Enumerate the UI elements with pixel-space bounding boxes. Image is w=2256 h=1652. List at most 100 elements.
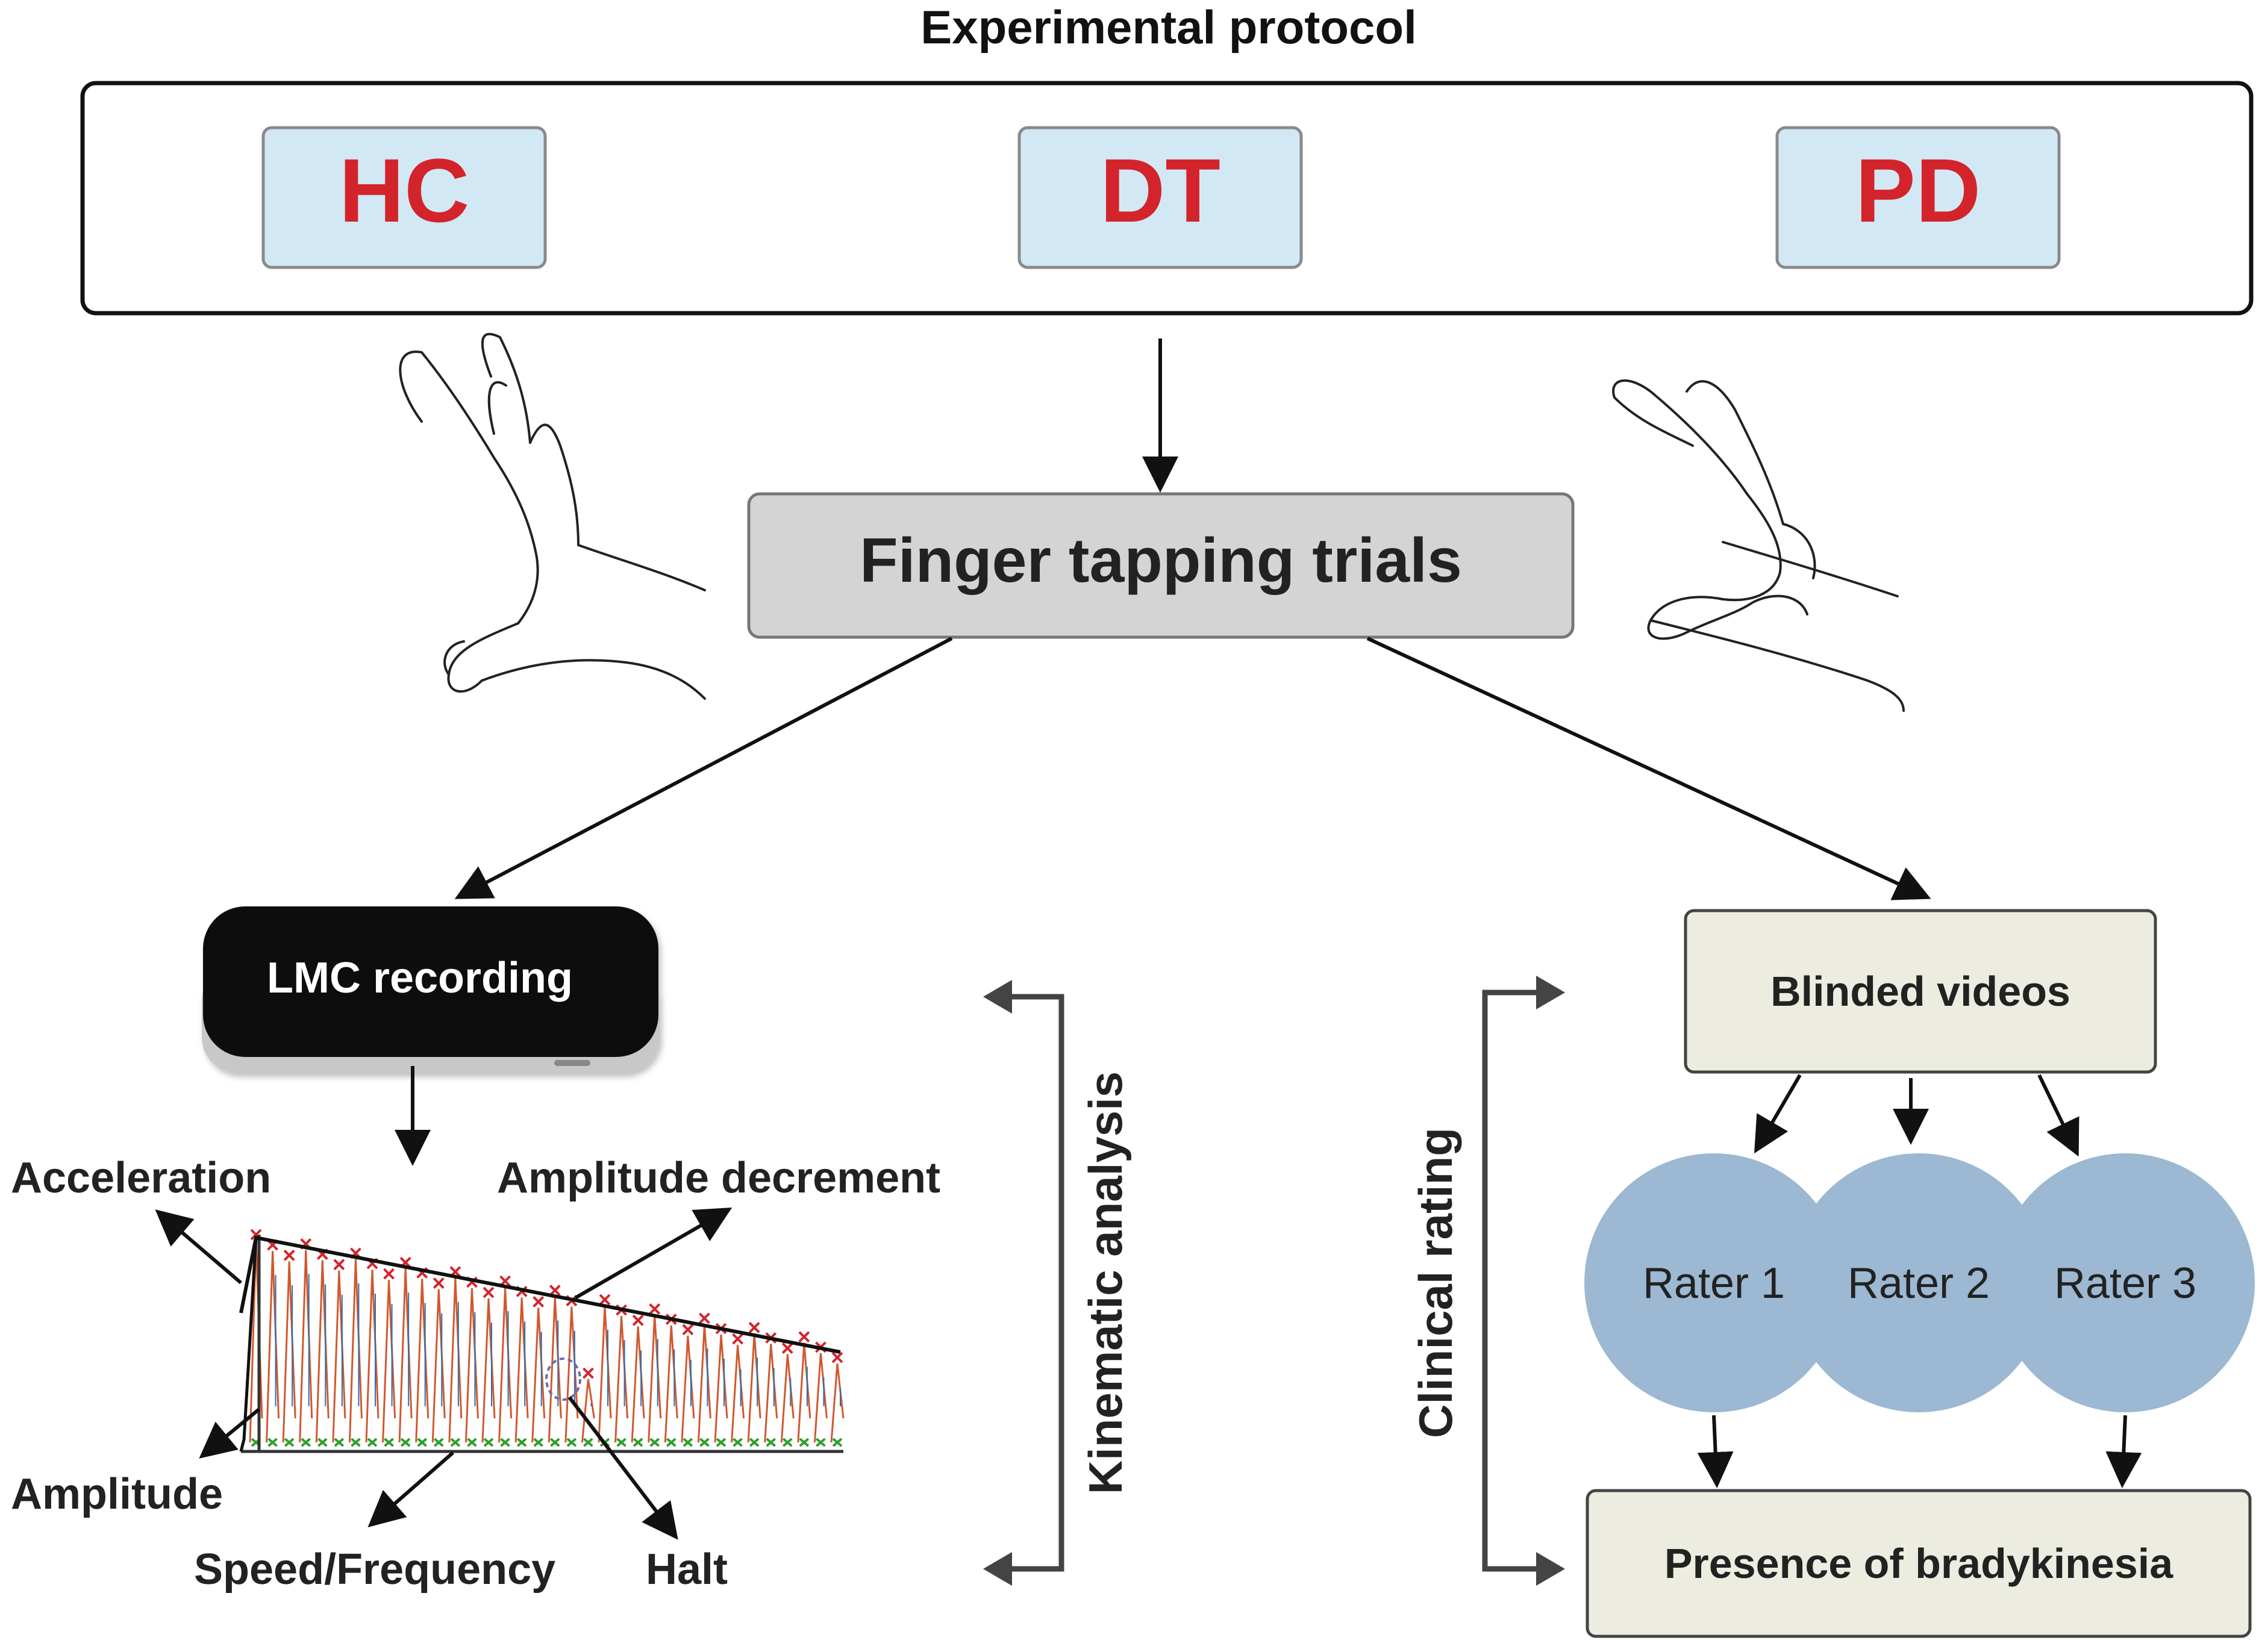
signal-trough-marker (417, 1438, 428, 1447)
arrow-trials-to-lmc (454, 637, 953, 899)
signal-tap-trace (648, 1315, 662, 1443)
lmc-recording-label: LMC recording (267, 954, 573, 1002)
group-box-hc: HC (261, 126, 547, 269)
signal-trough-marker (649, 1438, 660, 1447)
blinded-videos-box: Blinded videos (1684, 909, 2157, 1074)
signal-peak-marker (748, 1321, 760, 1333)
finger-tapping-label: Finger tapping trials (860, 526, 1462, 596)
signal-tap-trace (299, 1250, 313, 1443)
signal-tap-trace (431, 1289, 446, 1443)
signal-trough-marker (433, 1438, 444, 1447)
signal-trough-marker (583, 1438, 593, 1447)
signal-tap-trace (714, 1334, 728, 1443)
hand-tapping-icon (1612, 379, 1905, 712)
signal-peak-marker (649, 1303, 661, 1315)
signal-peak-marker (533, 1296, 545, 1308)
signal-peak-marker (549, 1285, 561, 1296)
signal-peak-marker (433, 1277, 445, 1289)
signal-tap-trace (415, 1279, 430, 1443)
kinematic-bracket-bottom-arrow (983, 1552, 1012, 1586)
signal-tap-trace (747, 1333, 761, 1443)
signal-tap-trace (681, 1335, 695, 1443)
signal-trough-marker (351, 1438, 361, 1447)
group-label-hc: HC (339, 140, 470, 241)
signal-tap-trace (548, 1296, 562, 1443)
signal-tap-trace (464, 1288, 479, 1443)
signal-trough-marker (500, 1438, 510, 1447)
halt-marker (545, 1357, 581, 1401)
rater-1-circle (1584, 1153, 1843, 1412)
clinical-rating-label: Clinical rating (1409, 1127, 1462, 1438)
signal-tap-trace (731, 1345, 745, 1443)
signal-trough-marker (301, 1438, 311, 1447)
kinematic-bracket-top-arrow (983, 980, 1012, 1014)
signal-trough-marker (616, 1438, 626, 1447)
clinical-bracket (1482, 990, 1554, 1572)
signal-tap-trace (531, 1308, 546, 1443)
amplitude-decrement-label: Amplitude decrement (497, 1154, 940, 1202)
signal-tap-trace (564, 1306, 579, 1443)
group-box-pd: PD (1775, 126, 2061, 269)
rater-3-label: Rater 3 (2054, 1259, 2196, 1308)
signal-tap-trace (514, 1297, 529, 1443)
arrow-halt (567, 1396, 678, 1540)
signal-trough-marker (566, 1438, 577, 1447)
arrow-rater-3-to-outcome (2105, 1415, 2142, 1488)
arrow-videos-to-rater-1 (1754, 1074, 1802, 1154)
signal-trough-marker (267, 1438, 278, 1447)
signal-trough-marker (533, 1438, 544, 1447)
signal-tap-trace (348, 1259, 363, 1443)
signal-traces (249, 1229, 845, 1447)
group-label-pd: PD (1855, 140, 1981, 241)
signal-trough-marker (699, 1438, 710, 1447)
signal-peak-marker (283, 1249, 295, 1261)
arrow-trials-to-videos (1366, 637, 1931, 900)
signal-peak-marker (383, 1268, 395, 1280)
signal-trough-marker (733, 1438, 743, 1447)
signal-tap-trace (398, 1268, 413, 1443)
rater-1-label: Rater 1 (1643, 1259, 1785, 1308)
signal-tap-trace (598, 1305, 612, 1443)
signal-trough-marker (782, 1438, 793, 1447)
lmc-device (202, 906, 660, 1073)
signal-trough-marker (666, 1438, 676, 1447)
signal-peak-marker (599, 1294, 611, 1306)
signal-tap-trace (664, 1325, 678, 1443)
signal-trough-marker (450, 1438, 461, 1447)
rater-2-circle (1789, 1153, 2048, 1412)
signal-peak-marker (781, 1342, 793, 1354)
rater-3-circle (1996, 1153, 2255, 1412)
rater-2-label: Rater 2 (1848, 1259, 1990, 1308)
signal-tap-trace (282, 1261, 296, 1443)
signal-tap-trace (315, 1260, 330, 1443)
signal-tap-trace (697, 1324, 711, 1443)
tapping-signal-plot (239, 1229, 845, 1453)
acceleration-ramp (239, 1237, 258, 1452)
signal-tap-trace (830, 1363, 845, 1443)
speed-frequency-label: Speed/Frequency (194, 1545, 555, 1594)
clinical-bracket-top-arrow (1536, 976, 1565, 1009)
signal-peak-marker (682, 1324, 694, 1336)
page-title: Experimental protocol (920, 1, 1417, 54)
signal-peak-marker (333, 1259, 345, 1271)
signal-tap-trace (266, 1251, 280, 1443)
signal-trough-marker (766, 1438, 776, 1447)
signal-peak-marker (632, 1314, 644, 1326)
signal-trough-marker (384, 1438, 394, 1447)
arrow-speed-frequency (367, 1451, 454, 1527)
clinical-bracket-bottom-arrow (1536, 1552, 1565, 1586)
bradykinesia-box: Presence of bradykinesia (1586, 1489, 2252, 1638)
signal-tap-trace (780, 1354, 795, 1443)
signal-trough-marker (799, 1438, 810, 1447)
signal-trough-marker (467, 1438, 477, 1447)
kinematic-analysis-label: Kinematic analysis (1079, 1071, 1132, 1494)
signal-tap-trace (481, 1298, 496, 1443)
signal-peak-marker (732, 1333, 743, 1345)
amplitude-label: Amplitude (11, 1470, 223, 1518)
arrow-rater-1-to-outcome (1697, 1415, 1734, 1488)
signal-tap-trace (631, 1326, 645, 1443)
signal-trough-marker (284, 1438, 295, 1447)
signal-tap-trace (498, 1287, 513, 1443)
signal-trough-marker (749, 1438, 760, 1447)
arrow-acceleration (155, 1209, 242, 1285)
